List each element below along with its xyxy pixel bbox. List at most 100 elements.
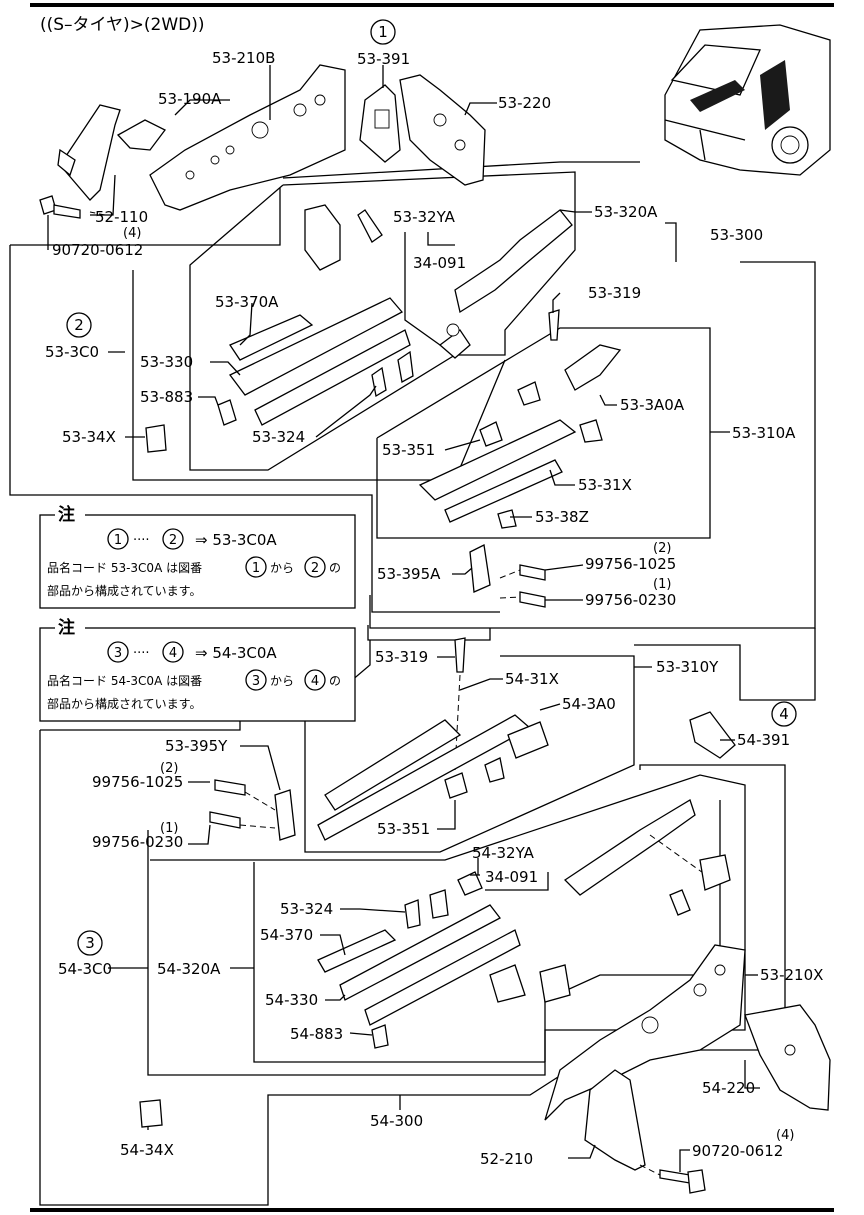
label-53-32YA: 53-32YA [393, 208, 456, 226]
svg-text:2: 2 [311, 561, 319, 576]
label-99756-0230-bottom: 99756-0230 [92, 833, 183, 851]
part-52-210 [584, 1069, 646, 1171]
label-53-351-top: 53-351 [382, 441, 435, 459]
part-53-220 [399, 74, 486, 186]
part-53-395Y [209, 779, 296, 841]
part-54-34X [139, 1099, 163, 1128]
callout-4: 4 [771, 701, 797, 727]
group-boundaries [9, 161, 816, 1206]
part-54-220 [744, 1004, 831, 1111]
label-54-370: 54-370 [260, 926, 313, 944]
callout-1: 1 [370, 19, 396, 45]
part-53-351 [479, 381, 541, 447]
part-53-3A0A [564, 344, 622, 443]
part-53-391 [359, 84, 401, 163]
label-qty-1-bottom: (1) [160, 821, 178, 836]
svg-text:から: から [270, 674, 294, 688]
label-90720-0612-bottom: 90720-0612 [692, 1142, 783, 1160]
svg-text:4: 4 [779, 705, 789, 723]
label-53-210B: 53-210B [212, 49, 275, 67]
part-53-190A [57, 104, 121, 201]
part-54-370 [317, 929, 397, 973]
label-53-190A: 53-190A [158, 90, 222, 108]
part-53-319b [454, 637, 466, 673]
part-53-319a [548, 309, 560, 341]
label-54-391: 54-391 [737, 731, 790, 749]
part-54-391 [689, 711, 736, 759]
label-qty-4-bottom: (4) [776, 1128, 794, 1143]
label-53-370A: 53-370A [215, 293, 279, 311]
label-54-320A: 54-320A [157, 960, 221, 978]
svg-text:3: 3 [252, 674, 260, 689]
svg-text:2: 2 [74, 316, 84, 334]
label-53-310Y: 53-310Y [656, 658, 719, 676]
label-53-351-bottom: 53-351 [377, 820, 430, 838]
svg-text:1: 1 [378, 23, 388, 41]
note-line2: 部品から構成されています。 [47, 696, 201, 711]
part-labels: 53-210B 53-391 53-190A 53-220 52-110 (4)… [45, 49, 823, 1168]
label-53-883: 53-883 [140, 388, 193, 406]
svg-text:····: ···· [133, 646, 150, 661]
part-54-883 [371, 1024, 389, 1049]
dash-53-319b [454, 674, 461, 771]
label-54-32YA: 54-32YA [472, 844, 535, 862]
note-line1a: 品名コード 54-3C0A は図番 [47, 673, 202, 688]
callout-3: 3 [77, 930, 103, 956]
label-53-324-top: 53-324 [252, 428, 305, 446]
svg-text:1: 1 [114, 533, 122, 548]
label-qty-4-top: (4) [123, 226, 141, 241]
note-box-2: 注 3 ···· 4 ⇒ 54-3C0A 品名コード 54-3C0A は図番 3… [39, 617, 356, 722]
label-54-3A0: 54-3A0 [562, 695, 616, 713]
note-heading: 注 [58, 504, 75, 525]
svg-text:3: 3 [114, 646, 122, 661]
label-53-31X: 53-31X [578, 476, 632, 494]
svg-text:3: 3 [85, 934, 95, 952]
part-53-34X [145, 424, 167, 453]
svg-text:····: ···· [133, 533, 150, 548]
label-53-324-bottom: 53-324 [280, 900, 333, 918]
part-53-320A-bracket [304, 204, 383, 271]
svg-text:から: から [270, 561, 294, 575]
note-line1a: 品名コード 53-3C0A は図番 [47, 560, 202, 575]
label-54-883: 54-883 [290, 1025, 343, 1043]
label-53-330: 53-330 [140, 353, 193, 371]
note-arrow: ⇒ 54-3C0A [195, 644, 277, 662]
leader-lines [47, 65, 760, 1176]
part-90720-0612-bolt-bottom [659, 1169, 706, 1194]
vehicle-thumbnail [664, 24, 831, 176]
part-34-091b [457, 871, 483, 896]
diagram-title: ((S–タイヤ)>(2WD)) [40, 15, 205, 35]
part-54-32YA-bracket [669, 854, 731, 916]
svg-text:4: 4 [169, 646, 177, 661]
part-54-330 [339, 904, 521, 1026]
label-34-091-top: 34-091 [413, 254, 466, 272]
svg-text:2: 2 [169, 533, 177, 548]
label-53-310A: 53-310A [732, 424, 796, 442]
label-99756-1025-top: 99756-1025 [585, 555, 676, 573]
label-53-34X: 53-34X [62, 428, 116, 446]
label-53-3C0: 53-3C0 [45, 343, 99, 361]
label-qty-2-bottom: (2) [160, 761, 178, 776]
label-53-395A: 53-395A [377, 565, 441, 583]
part-90720-0612-bolt-top [39, 195, 81, 219]
part-53-330 [229, 297, 411, 426]
svg-text:1: 1 [252, 561, 260, 576]
part-34-091a [438, 323, 471, 359]
label-54-31X: 54-31X [505, 670, 559, 688]
label-53-300: 53-300 [710, 226, 763, 244]
part-54-3A0 [484, 721, 549, 783]
label-54-300: 54-300 [370, 1112, 423, 1130]
label-54-3C0: 54-3C0 [58, 960, 112, 978]
svg-text:の: の [329, 561, 341, 575]
part-53-395A [469, 544, 546, 608]
part-53-351b [444, 772, 468, 799]
label-53-319-top: 53-319 [588, 284, 641, 302]
note-heading: 注 [58, 617, 75, 638]
part-53-320A [454, 209, 573, 314]
label-90720-0612-top: 90720-0612 [52, 241, 143, 259]
svg-text:の: の [329, 674, 341, 688]
note-arrow: ⇒ 53-3C0A [195, 531, 277, 549]
label-54-220: 54-220 [702, 1079, 755, 1097]
label-34-091-bottom: 34-091 [485, 868, 538, 886]
label-53-320A: 53-320A [594, 203, 658, 221]
